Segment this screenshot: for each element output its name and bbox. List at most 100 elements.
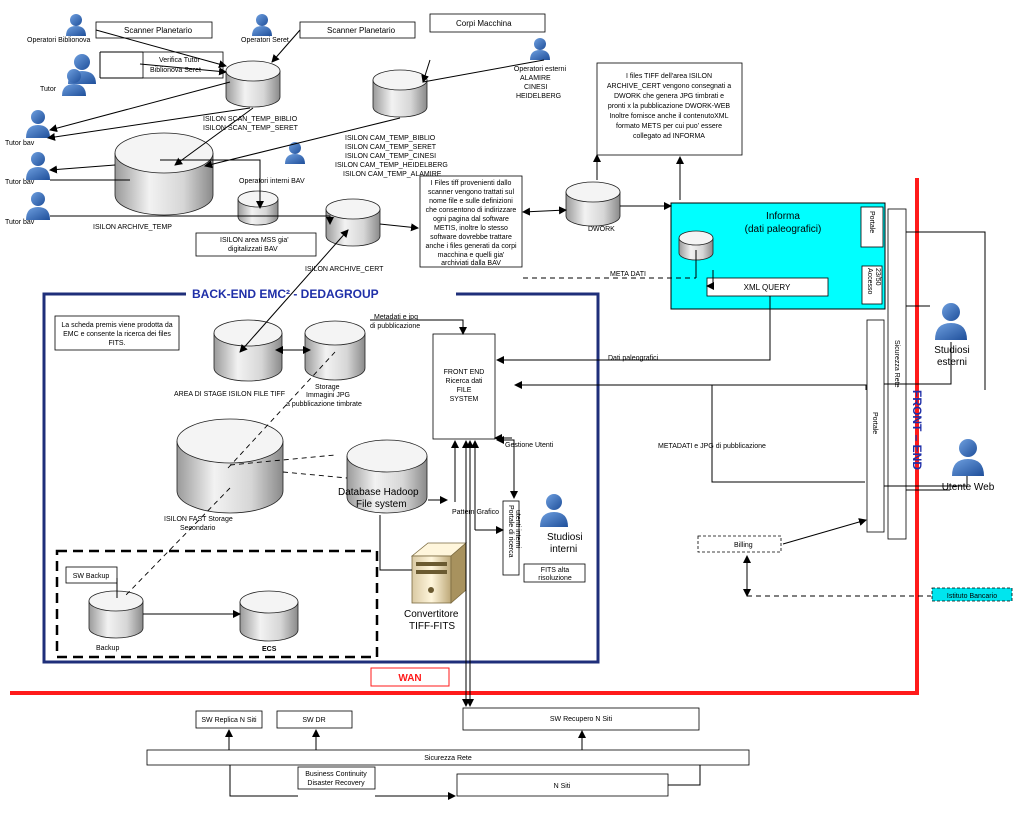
svg-text:I Files tiff provenienti dallo: I Files tiff provenienti dallo	[431, 180, 512, 187]
svg-text:digitalizzati BAV: digitalizzati BAV	[228, 246, 278, 253]
person-icon-operatori-esterni	[530, 38, 550, 60]
label-operatori-biblionova: Operatori Biblionova	[27, 37, 91, 44]
person-icon-utente-web	[952, 439, 984, 476]
svg-text:Sicurezza Rete: Sicurezza Rete	[893, 340, 900, 388]
label-cam-seret: ISILON CAM_TEMP_SERET	[345, 144, 437, 151]
label-metadati-jpg-2: di pubblicazione	[370, 323, 420, 330]
svg-text:anche i files generati da corp: anche i files generati da corpi	[425, 243, 516, 250]
label-backup: Backup	[96, 645, 119, 652]
sw-backup-group	[55, 549, 379, 659]
label-hadoop-2: File system	[356, 499, 407, 510]
svg-text:Portale: Portale	[871, 412, 878, 434]
label-studiosi-interni-1: Studiosi	[547, 532, 583, 543]
svg-text:formato METS per cui puo' esse: formato METS per cui puo' essere	[616, 123, 722, 130]
label-metadati-jpg-1: Metadati e jpg	[374, 314, 418, 321]
database-icon-cam-temp	[372, 69, 428, 118]
svg-text:METIS, inoltre lo stesso: METIS, inoltre lo stesso	[434, 225, 508, 232]
box-istituto-bancario: Istituto Bancario	[931, 587, 1013, 602]
connectors	[47, 29, 986, 800]
svg-text:Istituto Bancario: Istituto Bancario	[947, 593, 997, 600]
svg-text:Corpi Macchina: Corpi Macchina	[456, 19, 512, 28]
label-isilon-archive-cert: ISILON ARCHIVE_CERT	[305, 266, 384, 273]
svg-text:risoluzione: risoluzione	[538, 575, 572, 582]
svg-text:pronti x la pubblicazione DWOR: pronti x la pubblicazione DWORK-WEB	[608, 103, 730, 110]
box-wan: WAN	[370, 667, 450, 687]
label-area-stage: AREA DI STAGE ISILON FILE TIFF	[174, 391, 285, 398]
svg-text:SYSTEM: SYSTEM	[450, 396, 479, 403]
label-studiosi-esterni-1: Studiosi	[934, 345, 970, 356]
label-storage-1: Storage	[315, 384, 340, 391]
svg-text:WAN: WAN	[398, 673, 421, 684]
person-icon-operatori-seret	[252, 14, 272, 36]
label-cam-cinesi: ISILON CAM_TEMP_CINESI	[345, 153, 436, 160]
svg-text:Verifica Tutor: Verifica Tutor	[159, 57, 201, 64]
svg-text:SW Recupero N Siti: SW Recupero N Siti	[550, 716, 613, 723]
box-sw-recupero: SW Recupero N Siti	[462, 707, 700, 731]
svg-text:collegato ad INFORMA: collegato ad INFORMA	[633, 133, 705, 140]
label-dwork: DWORK	[588, 226, 615, 233]
database-icon-informa	[678, 230, 714, 261]
box-scheda-note: La scheda premis viene prodotta da EMC e…	[54, 315, 180, 351]
svg-text:Scanner Planetario: Scanner Planetario	[124, 26, 193, 35]
person-icon-tutor-bav-2	[26, 152, 50, 180]
svg-text:Accesso: Accesso	[866, 268, 873, 295]
database-icon-archive-temp	[114, 132, 214, 216]
box-sw-backup: SW Backup	[65, 566, 118, 584]
box-files-tiff-note: I Files tiff provenienti dallo scanner v…	[419, 175, 523, 268]
svg-text:XML QUERY: XML QUERY	[744, 283, 791, 292]
label-convertitore-2: TIFF-FITS	[409, 621, 455, 632]
svg-text:I files TIFF dell'area ISILON: I files TIFF dell'area ISILON	[626, 73, 712, 80]
box-fits-alta: FITS alta risoluzione	[523, 563, 586, 583]
svg-text:Sicurezza Rete: Sicurezza Rete	[424, 755, 472, 762]
svg-text:Billing: Billing	[734, 542, 753, 549]
label-pattern-grafico: Pattern Grafico	[452, 509, 499, 516]
box-sicurezza-rete-vertical: Sicurezza Rete	[887, 208, 907, 540]
label-tutor-bav-2: Tutor bav	[5, 179, 35, 186]
label-storage-3: a pubblicazione timbrate	[286, 401, 362, 408]
svg-text:Portale di ricerca: Portale di ricerca	[507, 505, 514, 558]
label-dati-paleografici: Dati paleografici	[608, 355, 659, 362]
database-icon-archive-cert	[325, 198, 381, 247]
label-ecs: ECS	[262, 646, 277, 653]
database-icon-hadoop	[346, 439, 428, 514]
server-icon-convertitore	[410, 542, 468, 604]
database-icon-scan-temp	[225, 60, 281, 108]
svg-text:Scanner Planetario: Scanner Planetario	[327, 26, 396, 35]
svg-text:archiviati dalla BAV: archiviati dalla BAV	[441, 260, 501, 267]
label-isilon-scan-seret: ISILON SCAN_TEMP_SERET	[203, 125, 299, 132]
label-gestione-utenti: Gestione Utenti	[505, 442, 554, 449]
person-icon-operatori-biblionova	[66, 14, 86, 36]
box-portale-ricerca: Portale di ricerca utenti interni	[502, 500, 521, 576]
svg-text:FRONT END: FRONT END	[444, 369, 485, 376]
label-utente-web: Utente Web	[942, 482, 995, 493]
box-portale-vertical: Portale	[866, 319, 885, 533]
box-front-end-ricerca: FRONT END Ricerca dati FILE SYSTEM	[432, 333, 496, 440]
svg-text:utenti interni: utenti interni	[514, 510, 521, 549]
label-isilon-archive-temp: ISILON ARCHIVE_TEMP	[93, 224, 172, 231]
label-tutor-bav-1: Tutor bav	[5, 140, 35, 147]
svg-text:EMC e consente la ricerca dei: EMC e consente la ricerca dei files	[63, 331, 171, 338]
box-sicurezza-rete-horizontal: Sicurezza Rete	[146, 749, 750, 766]
person-icon-tutor	[62, 54, 96, 96]
svg-text:Disaster Recovery: Disaster Recovery	[307, 780, 365, 787]
database-icon-area-stage	[213, 319, 283, 382]
svg-text:ISILON area MSS gia': ISILON area MSS gia'	[220, 237, 289, 244]
database-icon-storage-jpg	[304, 320, 366, 381]
svg-text:che consentono di indirizzare: che consentono di indirizzare	[426, 207, 517, 214]
database-icon-backup	[88, 590, 144, 639]
label-operatori-interni-bav: Operatori interni BAV	[239, 178, 305, 185]
label-cinesi: CINESI	[524, 84, 547, 91]
svg-text:scanner vengono trattati sul: scanner vengono trattati sul	[428, 189, 514, 196]
label-tutor: Tutor	[40, 86, 57, 93]
svg-text:ARCHIVE_CERT vengono consegnat: ARCHIVE_CERT vengono consegnati a	[607, 83, 731, 90]
person-icon-studiosi-interni	[540, 494, 568, 527]
database-icon-ecs	[239, 590, 299, 642]
label-cam-biblio: ISILON CAM_TEMP_BIBLIO	[345, 135, 436, 142]
svg-text:nome file e sulle definizioni: nome file e sulle definizioni	[429, 198, 513, 205]
svg-text:Inoltre fornisce anche il cont: Inoltre fornisce anche il contenutoXML	[609, 113, 728, 120]
label-operatori-esterni: Operatori esterni	[514, 66, 567, 73]
database-icon-dwork	[565, 181, 621, 227]
label-cam-alamire: ISILON CAM_TEMP_ALAMIRE	[343, 171, 442, 178]
svg-text:N Siti: N Siti	[554, 783, 571, 790]
svg-text:Business Continuity: Business Continuity	[305, 771, 367, 778]
